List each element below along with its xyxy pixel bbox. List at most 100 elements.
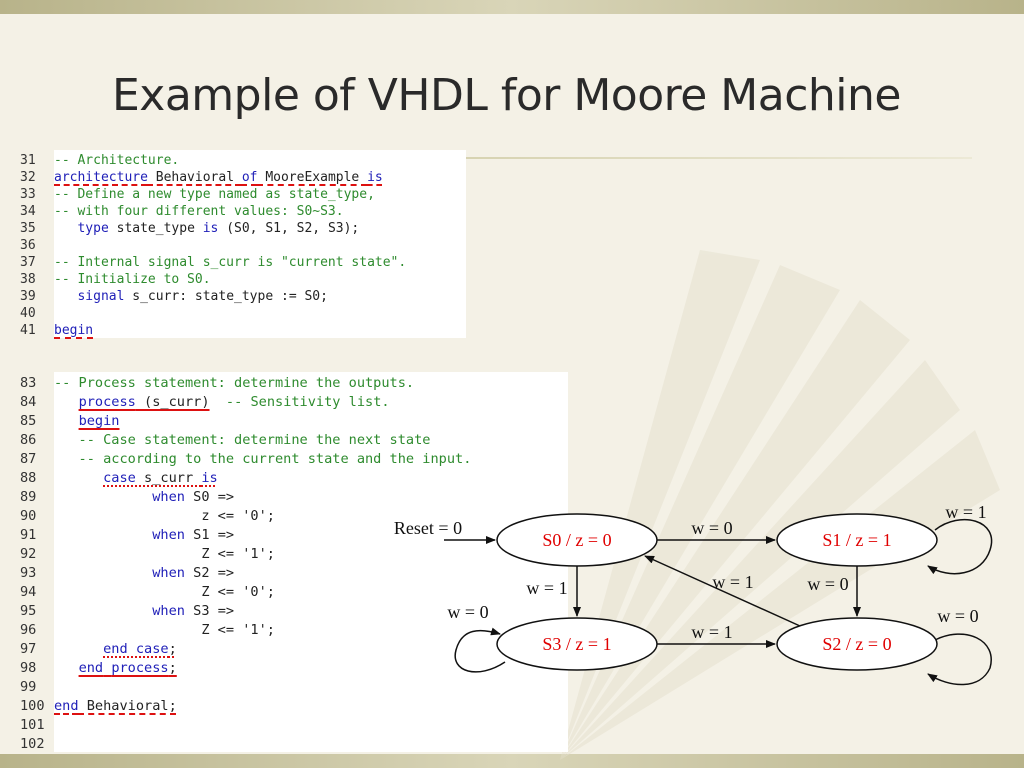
line-number: 90 [20,508,37,524]
code-line: end process; [54,659,177,678]
code-line: signal s_curr: state_type := S0; [54,288,328,305]
code-line: Z <= '1'; [54,621,275,640]
code-token: process [78,394,136,410]
transition-arrow-s2-s2 [927,633,992,686]
code-token: -- Case statement: determine the next st… [54,432,431,448]
code-line: Z <= '0'; [54,583,275,602]
line-number: 101 [20,717,45,733]
line-number: 39 [20,289,36,304]
code-line: -- Process statement: determine the outp… [54,374,414,393]
code-token: end [54,698,79,714]
line-number: 35 [20,221,36,236]
transition-label: w = 1 [691,622,732,642]
transition-arrow-s3-s3 [454,627,506,673]
reset-label: Reset = 0 [394,518,462,538]
line-number: 85 [20,413,37,429]
code-token: case [103,470,136,486]
code-token: S0 => [184,489,235,505]
state-label: S3 / z = 1 [542,634,611,654]
code-line: -- Architecture. [54,152,179,169]
transition-label: w = 1 [945,502,986,522]
code-token: is [367,170,383,185]
code-token: Behavioral [147,170,242,185]
line-number: 102 [20,736,45,752]
code-token: -- Initialize to S0. [54,272,211,287]
state-label: S0 / z = 0 [542,530,611,550]
transition-label: w = 0 [447,602,488,622]
code-line: -- according to the current state and th… [54,450,472,469]
line-number: 83 [20,375,37,391]
line-number: 92 [20,546,37,562]
code-token: end [103,641,128,657]
line-number: 97 [20,641,37,657]
line-number: 99 [20,679,37,695]
code-line: begin [54,322,93,339]
code-line: end case; [54,640,177,659]
code-token: is [202,221,219,236]
code-token: begin [54,323,94,338]
line-number: 88 [20,470,37,486]
code-token: -- Architecture. [54,153,180,168]
state-label: S1 / z = 1 [822,530,891,550]
transition-arrow-s2-s0 [644,555,801,627]
line-number: 33 [20,187,36,202]
code-token: case [135,641,169,657]
top-decor-band [0,0,1024,14]
code-token: Z <= '1'; [54,622,275,638]
code-line: architecture Behavioral of MooreExample … [54,169,383,186]
code-token: is [201,470,218,486]
code-token: type [77,221,109,236]
line-number: 95 [20,603,37,619]
code-token: z <= '0'; [54,508,275,524]
transition-label: w = 0 [807,574,848,594]
line-number: 94 [20,584,37,600]
code-line: Z <= '1'; [54,545,275,564]
code-token: signal [77,289,125,304]
code-token: -- Process statement: determine the outp… [54,375,415,391]
code-token: architecture [54,170,148,185]
line-number: 34 [20,204,36,219]
code-token: -- according to the current state and th… [54,451,472,467]
transition-label: w = 0 [937,606,978,626]
code-token: process [111,660,169,676]
line-number: 87 [20,451,37,467]
code-panel: -- Architecture.architecture Behavioral … [54,150,466,338]
transition-label: w = 0 [691,518,732,538]
code-token: -- Internal signal s_curr is "current st… [54,255,407,270]
code-line: process (s_curr) -- Sensitivity list. [54,393,390,412]
code-line: begin [54,412,120,431]
code-panel: -- Process statement: determine the outp… [54,372,568,752]
code-token: s_curr [135,470,202,486]
code-line: -- with four different values: S0~S3. [54,203,344,220]
code-token: when [152,527,185,543]
code-token: end [78,660,104,676]
slide-title: Example of VHDL for Moore Machine [112,70,902,121]
state-node-s2 [776,617,938,671]
code-line: when S2 => [54,564,234,583]
line-number: 93 [20,565,37,581]
line-number: 32 [20,170,36,185]
title-divider [446,157,972,159]
code-token: MooreExample [257,170,368,185]
code-line: z <= '0'; [54,507,275,526]
state-node-s1 [776,513,938,567]
code-token: when [152,565,185,581]
code-token: S1 => [184,527,235,543]
code-token: begin [78,413,120,429]
line-number: 37 [20,255,36,270]
line-number: 41 [20,323,36,338]
code-line: -- Internal signal s_curr is "current st… [54,254,406,271]
code-token: s_curr: state_type := S0; [124,289,328,304]
code-token: Z <= '0'; [54,584,275,600]
code-token: (s_curr) [135,394,210,410]
line-number: 98 [20,660,37,676]
code-line: end Behavioral; [54,697,177,716]
state-node-s3 [496,617,658,671]
code-line: case s_curr is [54,469,218,488]
state-node-s0 [496,513,658,567]
line-number: 91 [20,527,37,543]
code-token: state_type [108,221,203,236]
code-token: of [241,170,258,185]
line-number: 89 [20,489,37,505]
